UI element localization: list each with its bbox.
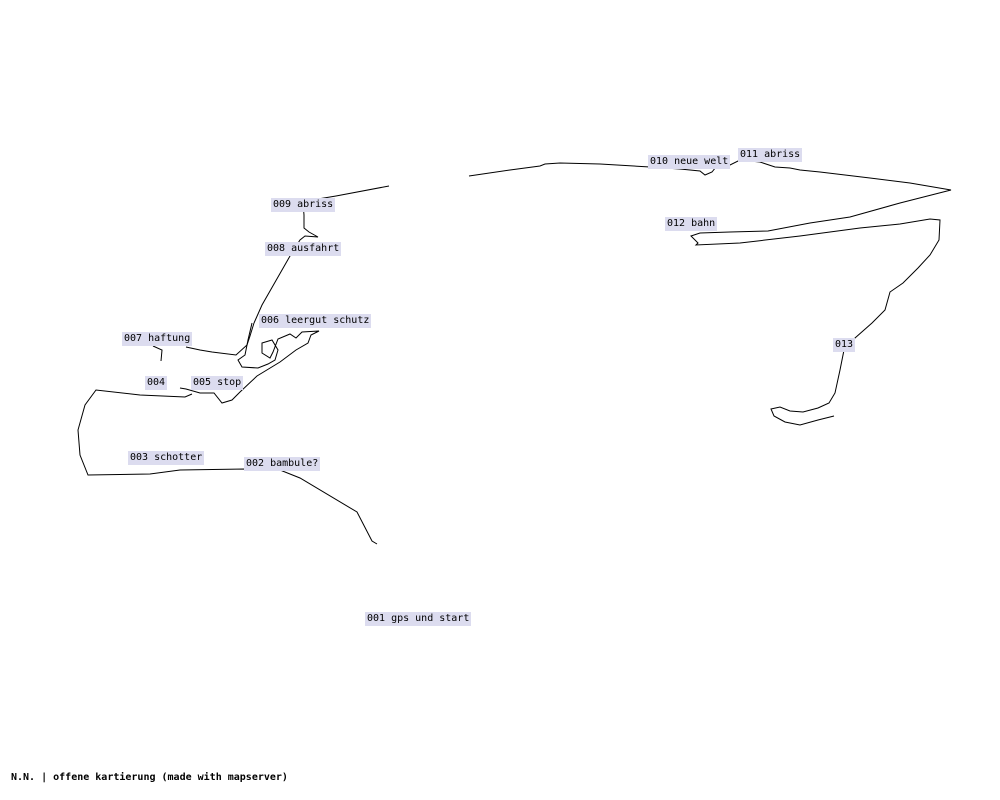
waypoint-label-012[interactable]: 012 bahn	[665, 217, 718, 231]
waypoint-label-003[interactable]: 003 schotter	[128, 451, 205, 465]
gps-track-segment	[152, 322, 255, 362]
waypoint-label-008[interactable]: 008 ausfahrt	[265, 242, 342, 256]
waypoint-label-007[interactable]: 007 haftung	[122, 332, 193, 346]
waypoint-label-006[interactable]: 006 leergut schutz	[259, 314, 372, 328]
map-credit: N.N. | offene kartierung (made with maps…	[11, 772, 288, 783]
gps-track-segment	[179, 322, 320, 404]
waypoint-label-013[interactable]: 013	[833, 338, 856, 352]
waypoint-label-005[interactable]: 005 stop	[191, 376, 244, 390]
waypoint-label-004[interactable]: 004	[145, 376, 168, 390]
waypoint-label-009[interactable]: 009 abriss	[271, 198, 336, 212]
waypoint-label-011[interactable]: 011 abriss	[738, 148, 803, 162]
waypoint-label-001[interactable]: 001 gps und start	[365, 612, 472, 626]
waypoint-label-002[interactable]: 002 bambule?	[244, 457, 321, 471]
gps-track-segment	[468, 159, 952, 426]
waypoint-label-010[interactable]: 010 neue welt	[648, 155, 731, 169]
gps-track-segment	[77, 389, 378, 545]
